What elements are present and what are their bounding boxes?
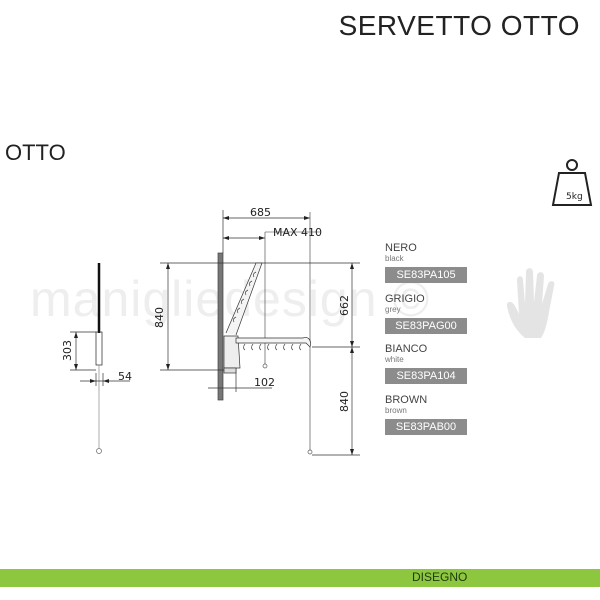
dim-54: 54 xyxy=(118,370,132,383)
color-nero: NERO black SE83PA105 xyxy=(385,243,467,283)
weight-icon: 5kg xyxy=(551,159,593,206)
dim-662: 662 xyxy=(338,295,351,316)
color-grigio: GRIGIO grey SE83PAG00 xyxy=(385,294,467,334)
dim-102: 102 xyxy=(254,376,275,389)
color-code: SE83PAB00 xyxy=(385,419,467,435)
color-sub: brown xyxy=(385,406,407,415)
technical-drawing: 685 MAX 410 102 54 303 840 662 840 xyxy=(61,206,360,456)
color-sub: grey xyxy=(385,305,401,314)
footer-label: DISEGNO xyxy=(412,570,468,584)
color-bianco: BIANCO white SE83PA104 xyxy=(385,344,467,384)
watermark: manigliedesign © xyxy=(30,271,431,327)
color-sub: black xyxy=(385,254,404,263)
model-name: OTTO xyxy=(5,140,66,165)
weight-label: 5kg xyxy=(566,192,583,202)
color-name: GRIGIO xyxy=(385,293,425,305)
dim-max-410: MAX 410 xyxy=(273,226,322,239)
color-code: SE83PA104 xyxy=(385,368,467,384)
product-title: SERVETTO OTTO xyxy=(338,10,580,41)
dim-303: 303 xyxy=(61,340,74,361)
footer-bar: DISEGNO xyxy=(0,569,600,587)
hand-icon xyxy=(506,268,555,338)
color-name: BROWN xyxy=(385,394,428,406)
color-brown: BROWN brown SE83PAB00 xyxy=(385,395,467,435)
color-code: SE83PA105 xyxy=(385,267,467,283)
dim-840-left: 840 xyxy=(153,307,166,328)
dim-840-right: 840 xyxy=(338,391,351,412)
color-code: SE83PAG00 xyxy=(385,318,467,334)
color-name: NERO xyxy=(385,242,417,254)
dim-685: 685 xyxy=(250,206,271,219)
color-name: BIANCO xyxy=(385,343,428,355)
color-sub: white xyxy=(385,355,404,364)
side-body xyxy=(95,331,103,366)
